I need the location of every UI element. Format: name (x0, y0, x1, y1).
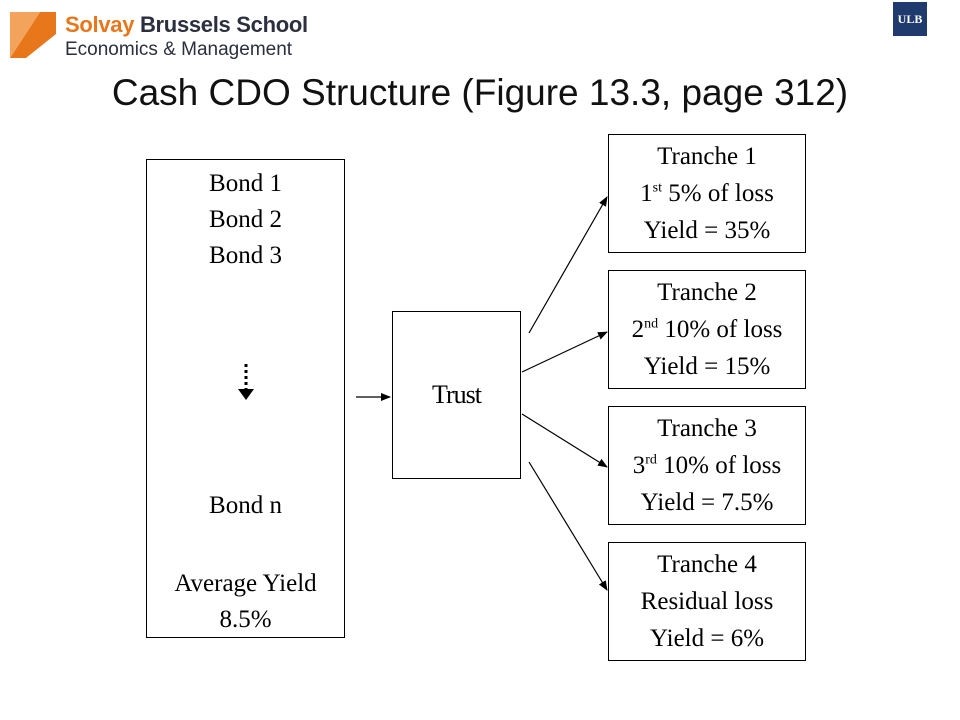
arrow-trust-to-tranche-2 (521, 331, 608, 373)
logo-school: Brussels School (139, 12, 308, 37)
tranche-3-loss: 3rd 10% of loss (633, 447, 781, 484)
logo-brand: Solvay (65, 12, 135, 37)
tranche-3-name: Tranche 3 (657, 415, 757, 442)
trust-box: Trust (392, 311, 521, 479)
tranche-1-ordinal: 1 (640, 180, 653, 207)
tranche-2-ordinal-suffix: nd (644, 316, 659, 332)
tranche-4-box: Tranche 4 Residual loss Yield = 6% (608, 542, 806, 661)
tranche-3-loss-text: 10% of loss (663, 452, 782, 479)
tranche-3-ordinal-suffix: rd (645, 452, 657, 468)
dotted-down-arrow-icon (238, 364, 254, 400)
tranche-2-loss-text: 10% of loss (664, 316, 783, 343)
bond-1-label: Bond 1 (209, 170, 282, 197)
bond-2-label: Bond 2 (209, 206, 282, 233)
tranche-3-box: Tranche 3 3rd 10% of loss Yield = 7.5% (608, 406, 806, 525)
tranche-1-box: Tranche 1 1st 5% of loss Yield = 35% (608, 134, 806, 253)
average-yield-value: 8.5% (219, 606, 272, 633)
tranche-4-yield: Yield = 6% (649, 625, 765, 652)
tranche-2-yield: Yield = 15% (643, 353, 771, 380)
tranche-4-name: Tranche 4 (657, 551, 757, 578)
tranche-4-loss: Residual loss (640, 588, 774, 615)
average-yield-label: Average Yield (174, 570, 317, 597)
trust-label: Trust (432, 380, 482, 409)
logo-subtitle: Economics & Management (65, 39, 293, 60)
tranche-1-loss-text: 5% of loss (668, 180, 774, 207)
tranche-2-ordinal: 2 (631, 316, 645, 343)
bonds-box: Bond 1 Bond 2 Bond 3 Bond n Average Yiel… (146, 159, 345, 638)
tranche-3-ordinal: 3 (632, 452, 646, 479)
tranche-2-name: Tranche 2 (657, 279, 757, 306)
tranche-2-box: Tranche 2 2nd 10% of loss Yield = 15% (608, 270, 806, 389)
tranche-1-loss: 1st 5% of loss (640, 175, 774, 212)
slide-title: Cash CDO Structure (Figure 13.3, page 31… (111, 72, 849, 113)
solvay-logo: Solvay Brussels School Economics & Manag… (10, 8, 310, 60)
ulb-badge: ULB (893, 2, 927, 36)
arrow-trust-to-tranche-1 (528, 196, 608, 334)
tranche-2-loss: 2nd 10% of loss (632, 311, 783, 348)
solvay-logo-mark-icon (10, 12, 56, 58)
tranche-1-ordinal-suffix: st (652, 180, 663, 196)
bond-3-label: Bond 3 (209, 242, 282, 269)
logo-title: Solvay Brussels School (65, 12, 308, 38)
bond-n-label: Bond n (209, 492, 282, 519)
arrow-trust-to-tranche-4 (528, 461, 608, 591)
tranche-3-yield: Yield = 7.5% (640, 489, 774, 516)
arrow-trust-to-tranche-3 (521, 413, 608, 468)
tranche-1-name: Tranche 1 (657, 143, 757, 170)
tranche-1-yield: Yield = 35% (643, 217, 771, 244)
